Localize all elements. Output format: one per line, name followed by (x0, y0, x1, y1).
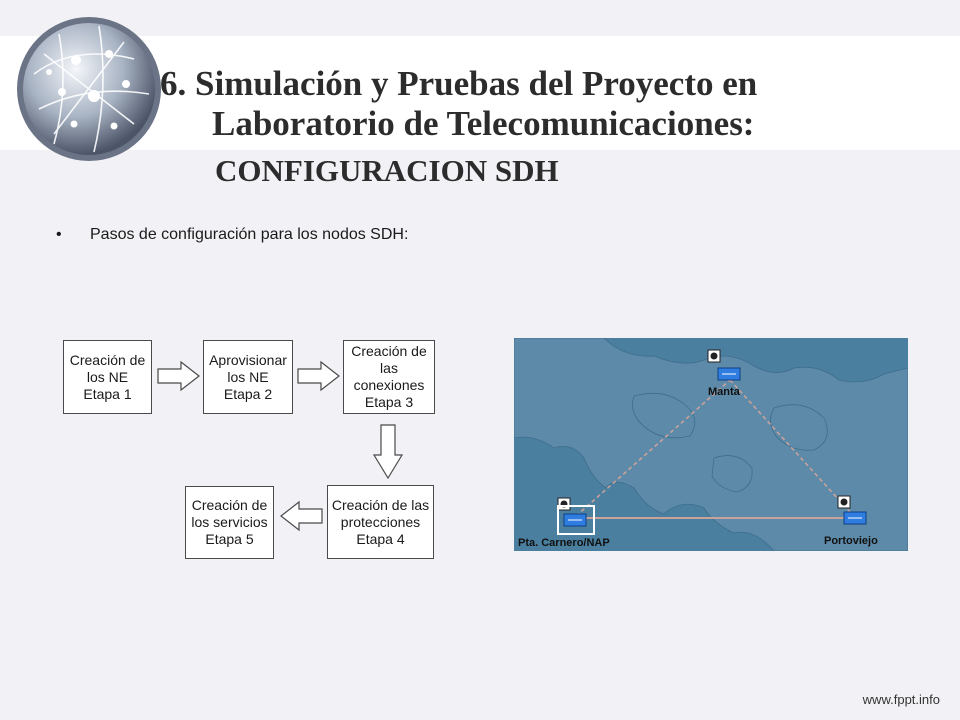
arrow-right-1 (157, 360, 200, 392)
node-portoviejo: Portoviejo (824, 495, 878, 547)
arrow-left-1 (280, 500, 323, 532)
flow-step-1: Creación de los NE Etapa 1 (63, 340, 152, 414)
flow-step-5-line-3: Etapa 5 (205, 531, 254, 547)
arrow-right-2 (297, 360, 340, 392)
flow-step-5-line-1: Creación de (191, 497, 268, 513)
flow-step-4-line-1: Creación de las (331, 496, 430, 513)
node-carnero-label: Pta. Carnero/NAP (518, 537, 610, 549)
flow-step-1-line-2: los NE (86, 368, 129, 385)
bullet-symbol: • (56, 226, 62, 243)
flow-step-2-line-2: los NE (227, 368, 269, 385)
title-line-2: Laboratorio de Telecomunicaciones: (212, 104, 755, 143)
network-map: Manta Portoviejo Pta. Carnero/NAP (514, 338, 908, 551)
flow-step-4-line-3: Etapa 4 (356, 530, 405, 547)
flow-step-1-line-1: Creación de (69, 351, 146, 368)
flow-step-2-line-3: Etapa 2 (223, 385, 273, 402)
node-portoviejo-label: Portoviejo (824, 535, 878, 547)
flow-step-1-line-3: Etapa 1 (83, 385, 132, 402)
network-links (575, 379, 851, 517)
flow-step-3-line-2: las conexiones (353, 360, 425, 393)
flow-step-5-line-2: los servicios (191, 514, 268, 530)
bullet-text: Pasos de configuración para los nodos SD… (90, 226, 409, 243)
flow-step-3-line-3: Etapa 3 (364, 394, 414, 410)
flow-step-4: Creación de las protecciones Etapa 4 (327, 485, 434, 559)
page-subtitle: CONFIGURACION SDH (215, 153, 559, 188)
flow-step-4-line-2: protecciones (340, 513, 421, 530)
flow-step-2-line-1: Aprovisionar (209, 351, 287, 368)
flow-step-2: Aprovisionar los NE Etapa 2 (203, 340, 293, 414)
node-carnero: Pta. Carnero/NAP (518, 497, 610, 549)
node-manta-label: Manta (708, 386, 741, 398)
node-manta: Manta (707, 349, 741, 398)
arrow-down-1 (372, 424, 404, 480)
title-line-1: 6. Simulación y Pruebas del Proyecto en (160, 64, 758, 103)
footer-url: www.fppt.info (862, 692, 940, 707)
flow-step-3: Creación de las conexiones Etapa 3 (343, 340, 435, 414)
page-title: 6. Simulación y Pruebas del Proyecto en … (160, 64, 960, 144)
selection-box (557, 505, 595, 535)
flow-step-3-line-1: Creación de (351, 343, 427, 359)
globe-logo-icon (17, 17, 161, 161)
map-land (514, 338, 908, 551)
flow-step-5: Creación de los servicios Etapa 5 (185, 486, 274, 559)
